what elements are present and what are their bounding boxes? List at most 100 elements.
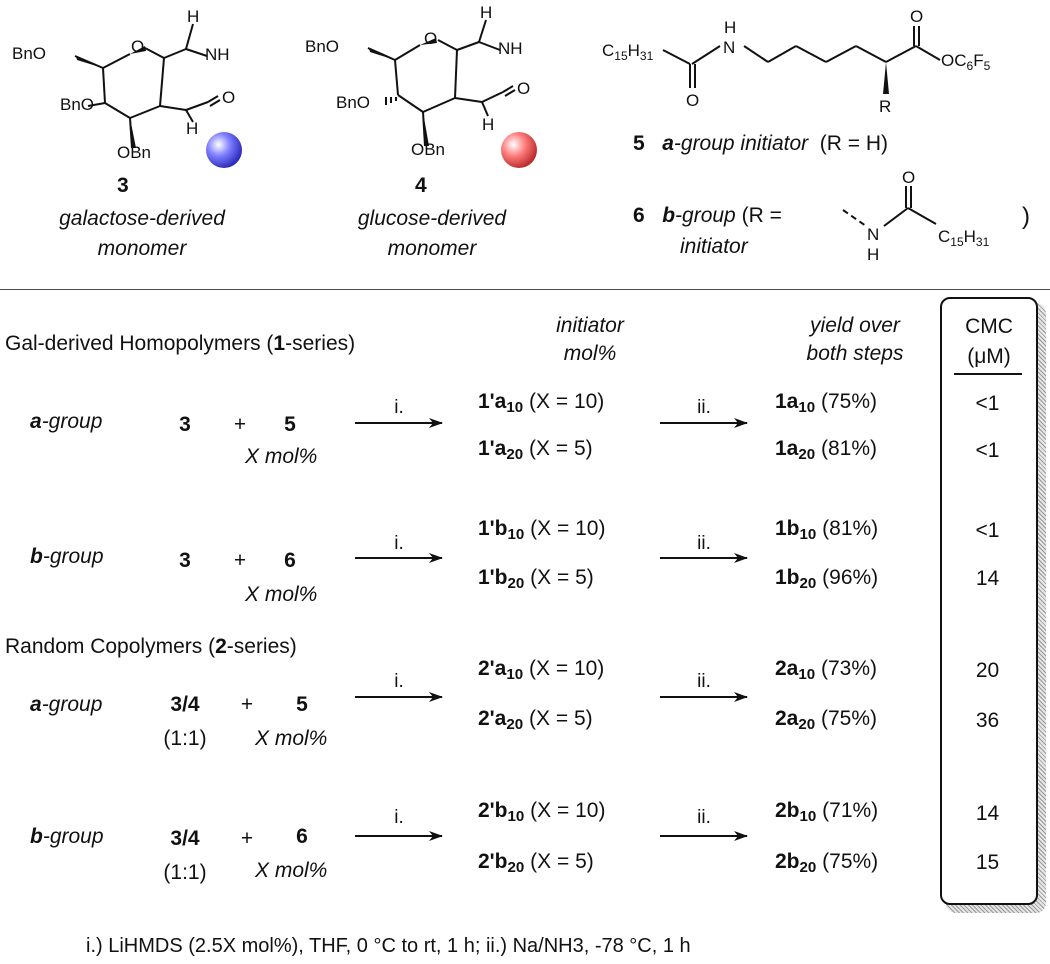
product-top: 2a10 (73%) [775,657,878,683]
step-ii-label: ii. [697,397,711,418]
s4-nh: NH [498,39,523,58]
structure-5-description: 5 a-group initiator (R = H) [633,132,889,155]
s6-n: N [867,225,879,244]
initiator-label: 5 [284,413,296,436]
cmc-value-bottom: 36 [975,709,1000,732]
s4-bno-mid: BnO [336,93,370,112]
product-bottom: 2b20 (75%) [775,850,879,876]
cmc-box [940,297,1038,905]
monomer-label: 3 [179,413,191,436]
cmc-value-top: 20 [975,659,1000,682]
s5-r: R [879,97,891,116]
structure-3-galactose-monomer [74,23,221,149]
structure-6-close-paren: ) [1022,203,1030,230]
step-ii-label: ii. [697,671,711,692]
intermediate-top: 2'b10 (X = 10) [478,799,606,825]
group-label: a-group [30,410,103,433]
initiator-label: 6 [296,825,308,848]
cmc-value-bottom: <1 [975,439,1000,462]
plus-sign: + [233,413,247,436]
intermediate-top: 1'a10 (X = 10) [478,390,605,416]
s3-bno-top: BnO [12,44,46,63]
x-mol-label: X mol% [245,445,318,468]
gal-series-title: Gal-derived Homopolymers (1-series) [5,332,356,355]
initiator-header-line2: mol% [563,342,617,365]
structure-6-r-group [842,186,937,227]
s3-obn: OBn [117,143,151,162]
s3-h-top: H [187,7,199,26]
s3-ring-o: O [131,37,144,56]
s4-obn: OBn [411,140,445,159]
s4-h-top: H [480,3,492,22]
structures-panel: BnO BnO OBn O H NH O H [0,3,1050,290]
s6-chain: C15H31 [938,227,990,249]
group-label: b-group [30,545,104,568]
structure-4-caption-line1: glucose-derived [357,207,507,230]
s3-nh: NH [205,45,230,64]
step-i-label: i. [394,533,404,554]
product-top: 1b10 (81%) [775,517,879,543]
plus-sign: + [240,693,254,716]
structure-3-number: 3 [117,174,129,197]
initiator-label: 5 [296,693,308,716]
intermediate-bottom: 2'a20 (X = 5) [478,707,593,733]
step-ii-label: ii. [697,807,711,828]
cmc-header-underline [954,373,1022,375]
cmc-header-line1: CMC [965,315,1013,338]
product-top: 1a10 (75%) [775,390,878,416]
glucose-red-ball [501,132,537,168]
monomer-label: 3/4 [170,693,200,716]
cmc-value-top: <1 [975,392,1000,415]
product-bottom: 1b20 (96%) [775,566,879,592]
group-label: a-group [30,693,103,716]
structure-6-description: 6 b-group (R = [633,204,782,227]
s4-carbonyl-o: O [517,79,530,98]
s6-o: O [902,168,915,187]
monomer-label: 3/4 [170,827,200,850]
structure-4-number: 4 [415,174,427,197]
initiator-label: 6 [284,549,296,572]
cmc-value-top: <1 [975,519,1000,542]
structure-3-bold-wedges [76,46,146,148]
s4-ring-o: O [424,29,437,48]
s6-h: H [867,245,879,264]
initiator-header-line1: initiator [556,314,624,337]
x-mol-label: X mol% [255,727,328,750]
structure-5-initiator [662,26,941,88]
plus-sign: + [240,827,254,850]
step-i-label: i. [394,807,404,828]
step-ii-label: ii. [697,533,711,554]
structure-6-description-line2: initiator [680,235,748,258]
intermediate-top: 1'b10 (X = 10) [478,517,606,543]
cmc-value-top: 14 [975,802,1000,825]
s5-n: N [723,38,735,57]
product-top: 2b10 (71%) [775,799,879,825]
yield-header-line2: both steps [806,342,904,365]
structure-4-bold-wedges [369,38,437,146]
intermediate-bottom: 1'b20 (X = 5) [478,566,594,592]
product-bottom: 2a20 (75%) [775,707,878,733]
s5-chain: C15H31 [602,41,654,63]
intermediate-bottom: 2'b20 (X = 5) [478,850,594,876]
structure-3-caption-line2: monomer [97,237,187,260]
intermediate-top: 2'a10 (X = 10) [478,657,605,683]
s5-amide-o: O [686,91,699,110]
plus-sign: + [233,549,247,572]
structure-5-wedge [883,62,889,94]
monomer-label: 3 [179,549,191,572]
intermediate-bottom: 1'a20 (X = 5) [478,437,593,463]
product-bottom: 1a20 (81%) [775,437,878,463]
s4-h-low: H [482,115,494,134]
random-series-title: Random Copolymers (2-series) [5,635,297,658]
structure-4-hashed-bond [385,97,397,105]
s5-ester-o: O [910,7,923,26]
s5-ester: OC6F5 [941,51,991,73]
s4-bno-top: BnO [305,37,339,56]
structure-3-caption-line1: galactose-derived [59,207,225,230]
s3-carbonyl-o: O [222,88,235,107]
s5-nh-h: H [724,18,736,37]
s3-h-low: H [186,119,198,138]
yield-header-line1: yield over [810,314,900,337]
group-label: b-group [30,825,104,848]
